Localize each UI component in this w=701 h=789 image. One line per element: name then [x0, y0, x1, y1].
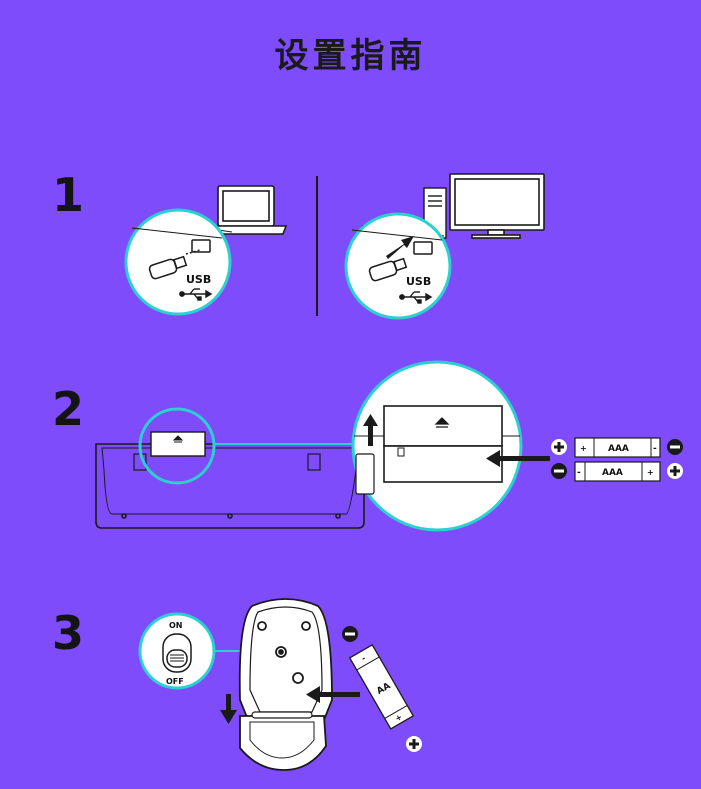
- power-switch-icon: [162, 633, 192, 673]
- step3-mouse-illustration: ON OFF: [138, 598, 422, 771]
- minus-icon: [345, 632, 355, 636]
- usb-receiver-icon: [148, 255, 188, 280]
- step1-desktop-illustration: USB: [344, 173, 545, 320]
- minus-icon: [670, 445, 680, 449]
- step-number-1: 1: [52, 168, 85, 222]
- usb-symbol-icon: [179, 288, 213, 301]
- arrow-icon: [386, 236, 414, 259]
- mouse-icon: [238, 598, 333, 771]
- battery-minus-text: -: [653, 444, 657, 454]
- battery-minus-text: -: [360, 654, 367, 663]
- eject-icon: [172, 435, 184, 443]
- battery-compartment: [354, 405, 520, 495]
- page-title: 设置指南: [274, 36, 427, 76]
- usb-label-right: USB: [406, 275, 431, 288]
- usb-symbol-icon: [399, 291, 433, 304]
- battery-aaa-label-top: AAA: [608, 444, 629, 454]
- plus-icon: [409, 739, 419, 749]
- battery-plus-text: +: [394, 712, 404, 723]
- battery-icon: + AAA -: [551, 437, 683, 458]
- arrow-icon: [220, 694, 237, 724]
- switch-off-label: OFF: [166, 677, 184, 686]
- arrow-icon: [363, 414, 378, 446]
- step-number-3: 3: [52, 606, 85, 660]
- usb-port: [131, 227, 223, 255]
- monitor-icon: [449, 173, 545, 239]
- eject-icon-large: [434, 417, 450, 428]
- battery-icon: - AA +: [342, 626, 422, 752]
- battery-plus-text: +: [647, 468, 654, 477]
- battery-aaa-label-bottom: AAA: [602, 468, 623, 478]
- plus-icon: [554, 442, 564, 452]
- minus-icon: [554, 469, 564, 473]
- arrow-icon: [486, 450, 550, 467]
- step2-keyboard-illustration: + AAA - - AAA +: [95, 360, 683, 532]
- usb-label-left: USB: [186, 273, 211, 286]
- switch-on-label: ON: [169, 621, 183, 630]
- arrow-icon: [306, 686, 360, 703]
- zoom-circle-small: [138, 407, 216, 485]
- battery-plus-text: +: [580, 444, 587, 453]
- step-number-2: 2: [52, 382, 85, 436]
- laptop-icon: [206, 185, 288, 235]
- step1-laptop-illustration: USB: [124, 185, 288, 316]
- battery-minus-text: -: [577, 468, 581, 478]
- battery-icon: - AAA +: [551, 461, 683, 482]
- usb-port: [351, 229, 443, 255]
- usb-receiver-icon: [368, 257, 408, 282]
- plus-icon: [670, 466, 680, 476]
- keyboard-icon: [95, 443, 365, 529]
